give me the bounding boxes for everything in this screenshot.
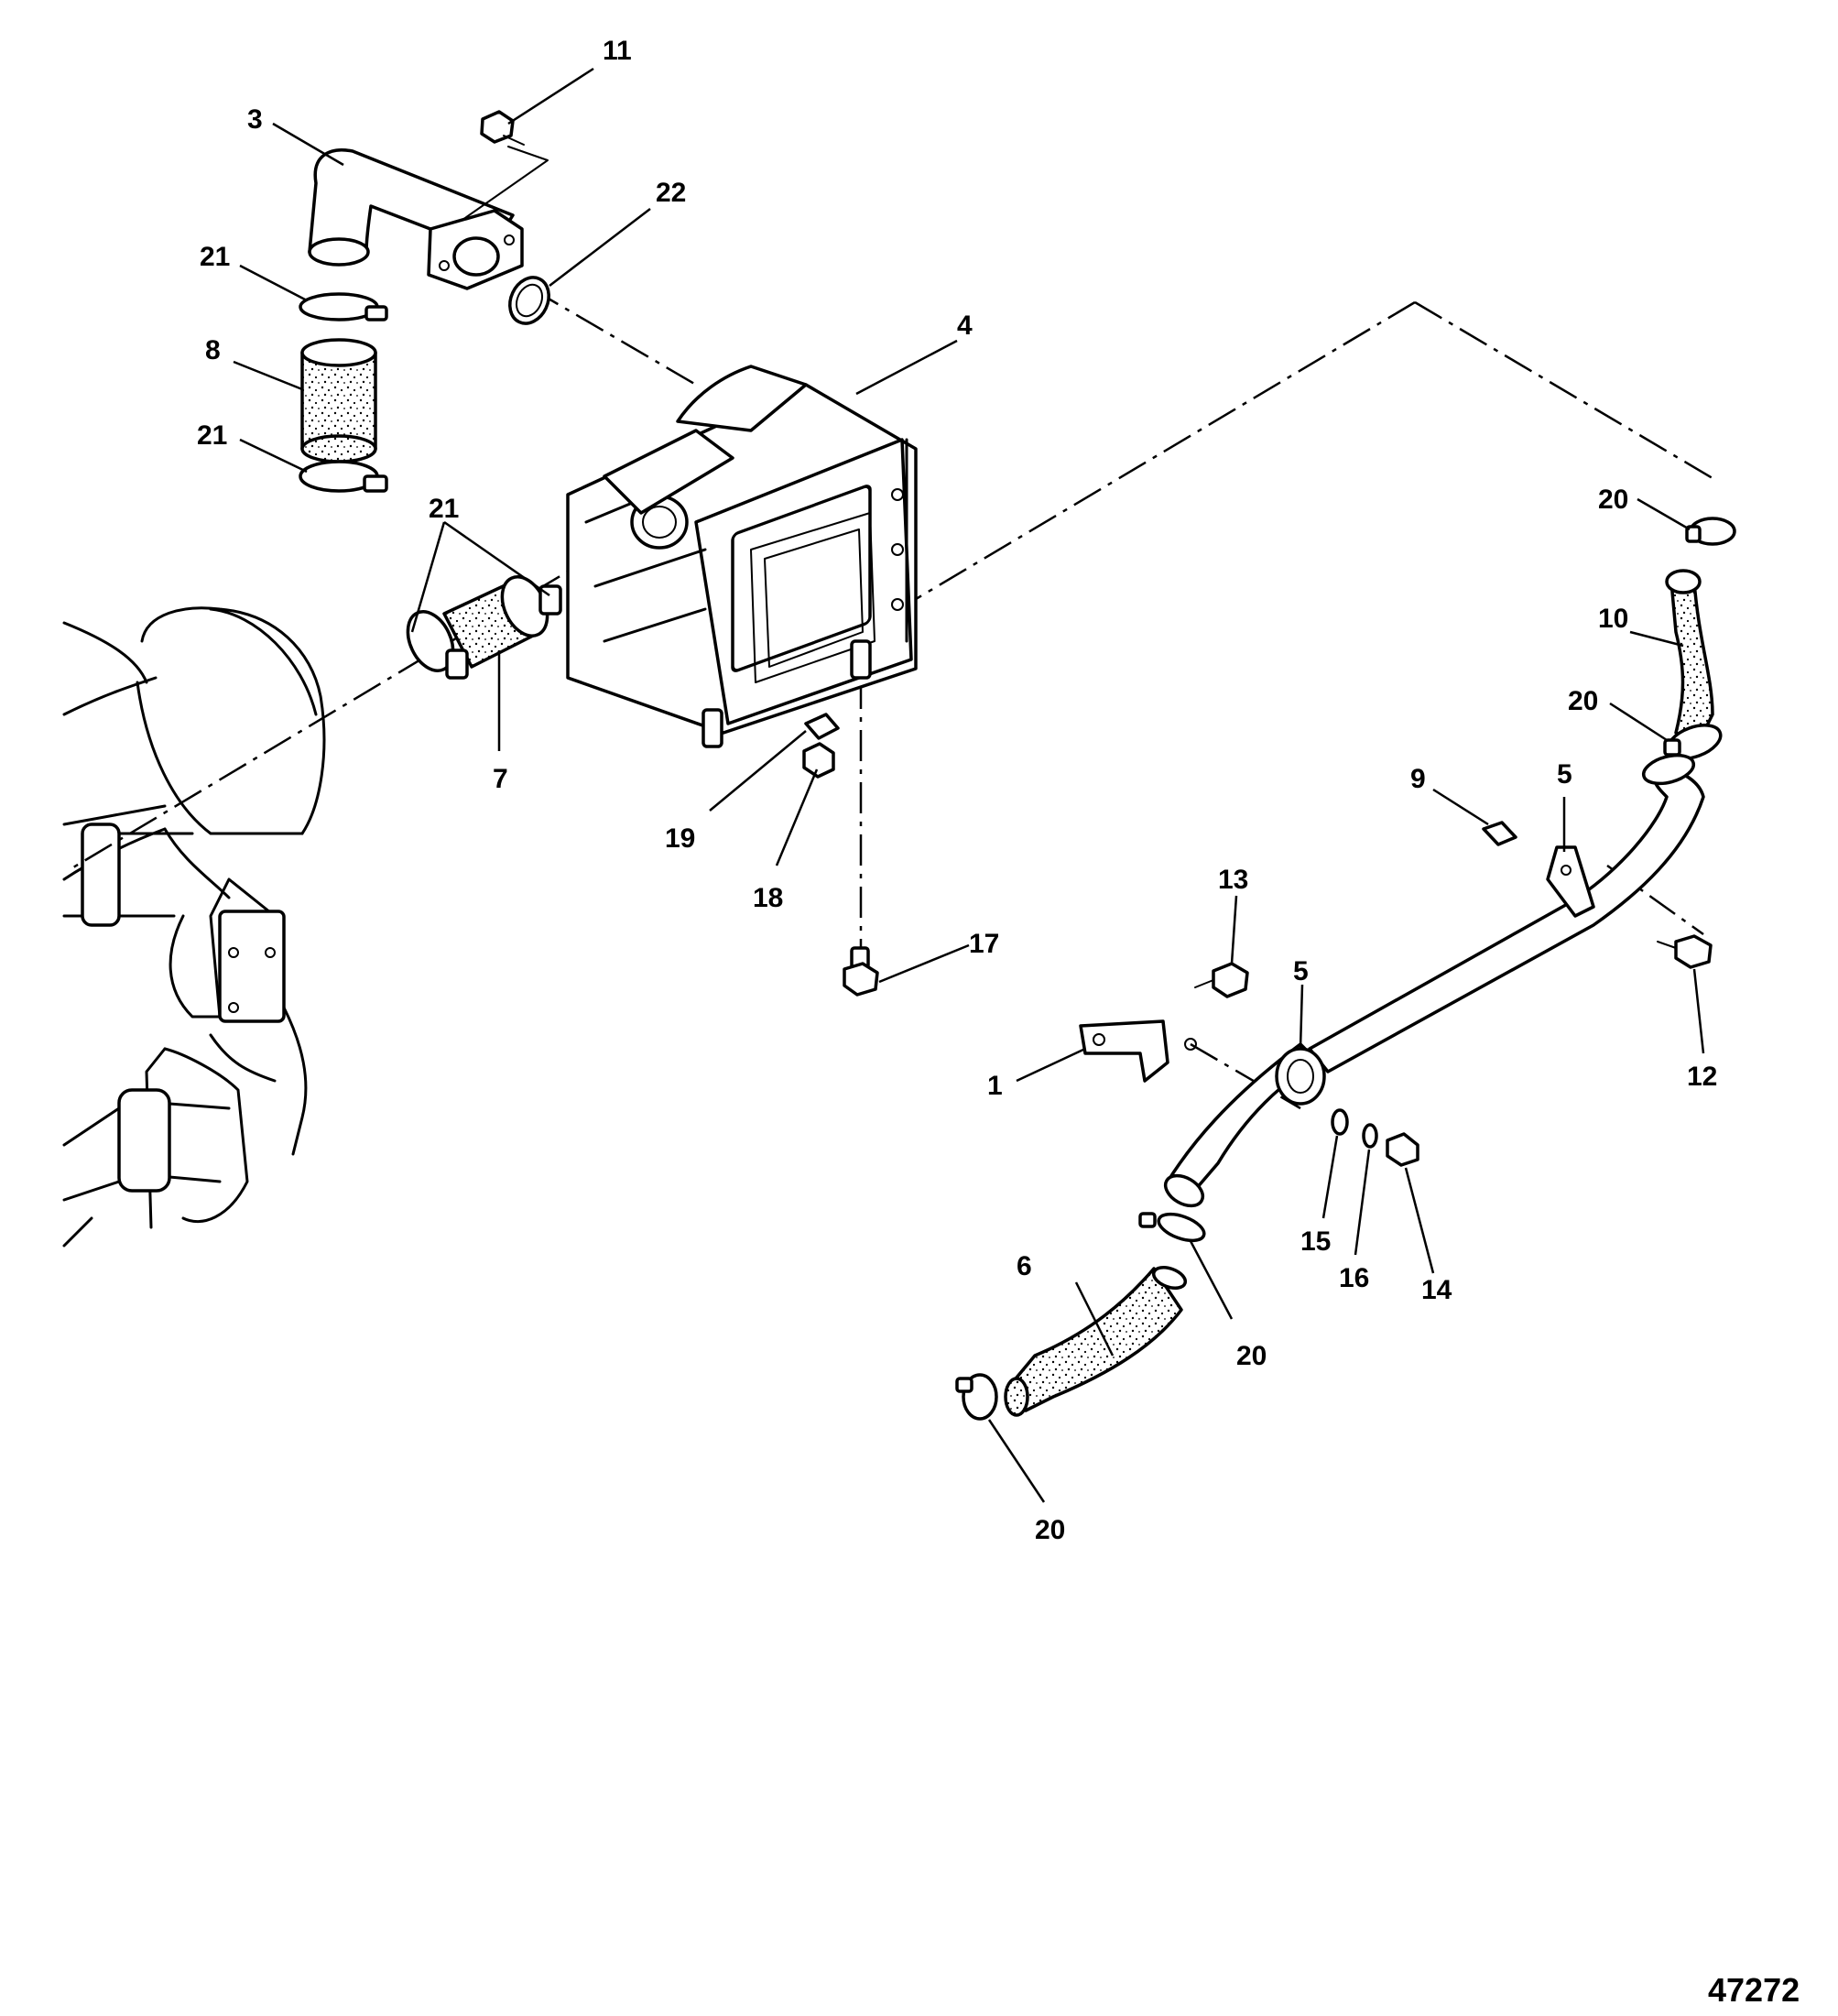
callout-7: 7 [493,764,508,794]
part-6-stud [1482,821,1517,846]
part-20-clamp-lower-left [955,1373,998,1421]
callout-14: 14 [1421,1275,1452,1305]
callout-12: 12 [1687,1062,1717,1092]
part-11-bolt [480,110,525,146]
callout-20-bottom: 20 [1035,1515,1065,1545]
callout-17: 17 [969,929,999,959]
callout-1: 1 [987,1071,1003,1101]
callout-21-left: 21 [429,494,459,524]
figure-number: 47272 [1708,1971,1800,2009]
engine-block-outline [62,606,326,1248]
part-21-clamp-upper [299,292,388,321]
part-15-washer [1331,1108,1349,1136]
callout-20-lower-middle: 20 [1236,1341,1267,1371]
callout-15: 15 [1300,1226,1331,1257]
callout-leader-lines [233,67,1705,1503]
part-7-hose-with-clamps [406,575,562,680]
callout-9: 6 [1017,1251,1032,1281]
part-1-bracket [1079,1019,1197,1083]
part-21-clamp-lower [299,460,388,493]
part-9-hose [1004,1266,1188,1417]
callout-21-top: 21 [200,242,230,272]
part-22-gasket [508,276,550,325]
callout-8: 8 [205,335,221,365]
callout-5-upper: 5 [1557,759,1572,790]
callout-10: 10 [1598,604,1628,634]
part-19-washer [804,713,840,740]
callout-3: 3 [247,104,263,135]
callout-20-top: 20 [1598,485,1628,515]
part-10-hose [1665,569,1714,744]
callout-18: 18 [753,883,783,913]
part-3-elbow-flange [308,146,549,290]
part-4-heat-exchanger [566,365,918,748]
callout-5-lower: 5 [1293,956,1309,986]
part-5-bracket-upper [1546,845,1595,918]
part-8-hose-speckled [300,338,377,463]
part-5-bracket-lower [1275,1047,1326,1106]
part-13-bolt [1194,962,1249,998]
part-12-bolt [1657,934,1713,969]
callout-21-middle: 21 [197,420,227,451]
part-20-clamp-lower-middle [1138,1212,1206,1243]
part-14-nut [1386,1132,1419,1167]
part-20-clamp-top-right [1685,517,1736,546]
part-18-nut [802,742,835,779]
part-17-drain-plug [843,946,879,997]
callout-4: 4 [957,311,973,341]
callout-20-right: 20 [1568,686,1598,716]
part-16-lockwasher [1362,1123,1378,1149]
callout-19: 19 [665,823,695,854]
callout-11: 11 [603,36,632,66]
callout-22: 22 [656,178,686,208]
callout-13: 13 [1218,865,1248,895]
callout-16: 16 [1339,1263,1369,1293]
callout-6: 9 [1410,764,1426,794]
callout-labels: 11 3 22 21 8 21 4 21 7 19 18 17 20 10 20… [197,36,1800,2009]
